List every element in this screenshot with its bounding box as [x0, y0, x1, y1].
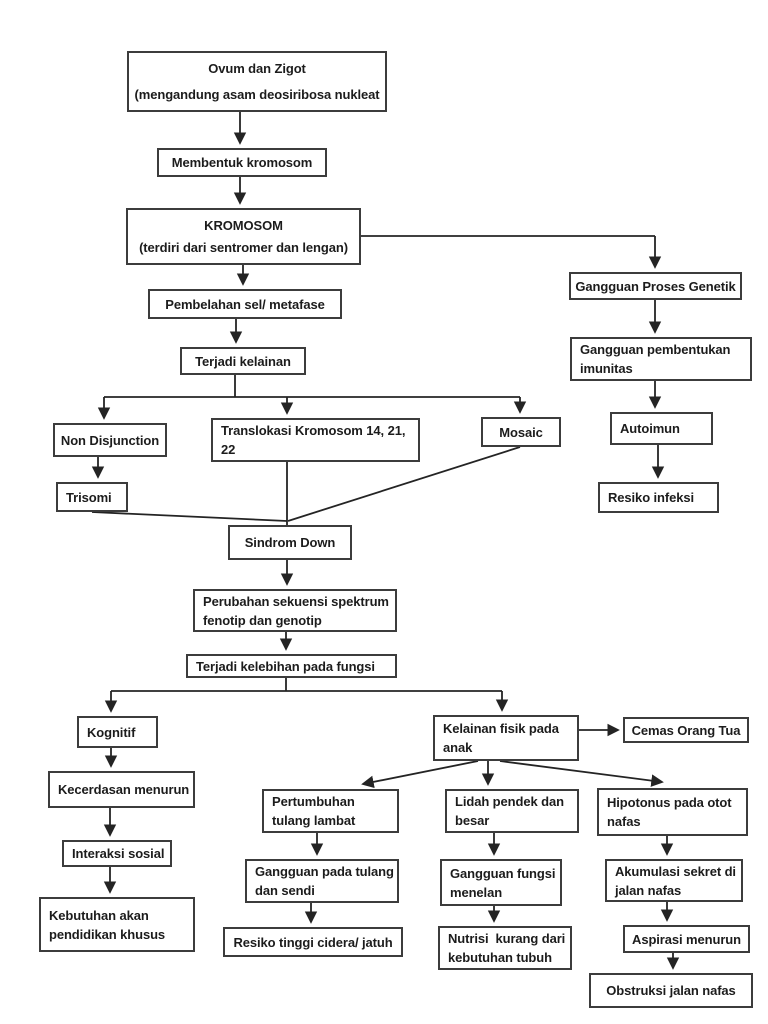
- node-label: Kognitif: [87, 724, 136, 740]
- node-label: fenotip dan genotip: [203, 612, 322, 628]
- node-label: Gangguan Proses Genetik: [575, 278, 736, 294]
- node-terjadi-kelainan: Terjadi kelainan: [180, 347, 306, 375]
- node-akumulasi-sekret: Akumulasi sekret di jalan nafas: [605, 859, 743, 902]
- node-label: Pembelahan sel/ metafase: [165, 296, 325, 312]
- node-label: Akumulasi sekret di: [615, 863, 736, 879]
- node-label: Membentuk kromosom: [171, 155, 313, 170]
- node-label: dan sendi: [255, 883, 315, 898]
- node-label: Cemas Orang Tua: [631, 722, 741, 738]
- node-pembelahan-sel: Pembelahan sel/ metafase: [148, 289, 342, 319]
- node-label: besar: [455, 813, 490, 828]
- node-obstruksi-jalan-nafas: Obstruksi jalan nafas: [589, 973, 753, 1008]
- node-terjadi-kelebihan-fungsi: Terjadi kelebihan pada fungsi: [186, 654, 397, 678]
- node-hipotonus-otot-nafas: Hipotonus pada otot nafas: [597, 788, 748, 836]
- node-non-disjunction: Non Disjunction: [53, 423, 167, 457]
- node-resiko-infeksi: Resiko infeksi: [598, 482, 719, 513]
- node-label: 22: [221, 442, 236, 457]
- node-label: Gangguan pada tulang: [255, 864, 394, 879]
- node-pertumbuhan-tulang-lambat: Pertumbuhan tulang lambat: [262, 789, 399, 833]
- node-trisomi: Trisomi: [56, 482, 128, 512]
- node-kecerdasan-menurun: Kecerdasan menurun: [48, 771, 195, 808]
- node-label: Ovum dan Zigot: [208, 61, 306, 76]
- node-membentuk-kromosom: Membentuk kromosom: [157, 148, 327, 177]
- node-label: Perubahan sekuensi spektrum: [203, 593, 389, 609]
- node-label: pendidikan khusus: [49, 926, 166, 942]
- node-gangguan-tulang-sendi: Gangguan pada tulang dan sendi: [245, 859, 399, 903]
- node-label: Gangguan pembentukan: [580, 342, 731, 357]
- node-lidah-pendek-besar: Lidah pendek dan besar: [445, 789, 579, 833]
- node-resiko-cidera-jatuh: Resiko tinggi cidera/ jatuh: [223, 927, 403, 957]
- node-perubahan-sekuensi: Perubahan sekuensi spektrum fenotip dan …: [193, 589, 397, 632]
- node-gangguan-fungsi-menelan: Gangguan fungsi menelan: [440, 859, 562, 906]
- node-label: Resiko infeksi: [608, 490, 695, 505]
- node-label: Obstruksi jalan nafas: [606, 983, 736, 998]
- node-label: Kelainan fisik pada: [443, 721, 559, 736]
- node-label: imunitas: [580, 361, 633, 376]
- node-label: Hipotonus pada otot: [607, 795, 732, 810]
- node-autoimun: Autoimun: [610, 412, 713, 445]
- node-label: (terdiri dari sentromer dan lengan): [139, 240, 348, 255]
- node-interaksi-sosial: Interaksi sosial: [62, 840, 172, 867]
- node-label: Kebutuhan akan: [49, 907, 149, 923]
- node-ovum-dan-zigot: Ovum dan Zigot (mengandung asam deosirib…: [127, 51, 387, 112]
- node-label: (mengandung asam deosiribosa nukleat: [134, 87, 380, 102]
- node-label: anak: [443, 740, 473, 755]
- node-label: menelan: [450, 884, 503, 900]
- node-label: nafas: [607, 814, 641, 829]
- node-label: Terjadi kelainan: [195, 353, 291, 369]
- node-nutrisi-kurang: Nutrisi kurang dari kebutuhan tubuh: [438, 926, 572, 970]
- node-label: Mosaic: [499, 424, 543, 440]
- node-translokasi-kromosom: Translokasi Kromosom 14, 21, 22: [211, 418, 420, 462]
- node-label: Translokasi Kromosom 14, 21,: [221, 423, 406, 438]
- node-label: Kecerdasan menurun: [58, 782, 190, 797]
- node-label: Trisomi: [66, 489, 112, 505]
- node-sindrom-down: Sindrom Down: [228, 525, 352, 560]
- node-label: Nutrisi kurang dari: [448, 931, 566, 946]
- node-gangguan-proses-genetik: Gangguan Proses Genetik: [569, 272, 742, 300]
- node-label: kebutuhan tubuh: [448, 950, 552, 965]
- node-label: Autoimun: [620, 421, 680, 436]
- node-label: Terjadi kelebihan pada fungsi: [196, 658, 375, 674]
- node-label: Pertumbuhan: [272, 794, 355, 809]
- node-label: Interaksi sosial: [72, 846, 165, 861]
- node-kelainan-fisik-anak: Kelainan fisik pada anak: [433, 715, 579, 761]
- node-label: jalan nafas: [615, 882, 682, 898]
- node-label: KROMOSOM: [204, 218, 283, 233]
- node-label: Aspirasi menurun: [632, 931, 741, 947]
- node-label: Non Disjunction: [60, 432, 160, 448]
- node-mosaic: Mosaic: [481, 417, 561, 447]
- node-gangguan-pembentukan-imunitas: Gangguan pembentukan imunitas: [570, 337, 752, 381]
- node-label: tulang lambat: [272, 813, 356, 828]
- node-label: Resiko tinggi cidera/ jatuh: [233, 934, 393, 950]
- node-kognitif: Kognitif: [77, 716, 158, 748]
- node-label: Gangguan fungsi: [450, 865, 556, 881]
- node-aspirasi-menurun: Aspirasi menurun: [623, 925, 750, 953]
- node-kebutuhan-pendidikan-khusus: Kebutuhan akan pendidikan khusus: [39, 897, 195, 952]
- node-label: Sindrom Down: [244, 535, 336, 550]
- node-label: Lidah pendek dan: [455, 794, 564, 809]
- node-cemas-orang-tua: Cemas Orang Tua: [623, 717, 749, 743]
- node-kromosom: KROMOSOM (terdiri dari sentromer dan len…: [126, 208, 361, 265]
